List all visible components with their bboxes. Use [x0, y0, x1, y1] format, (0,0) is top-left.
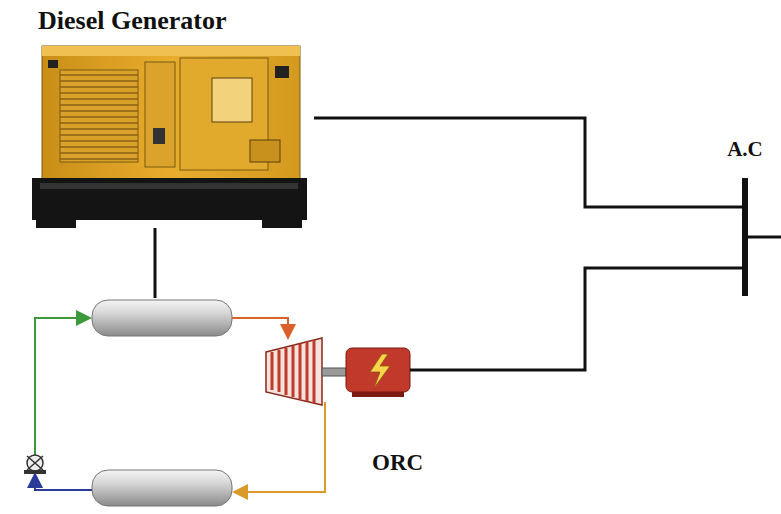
pump-symbol: [24, 455, 46, 474]
orc-wire: [410, 268, 745, 370]
bus-label: A.C: [727, 137, 763, 162]
cycle-label: ORC: [372, 450, 423, 476]
diesel-generator-picture: [32, 46, 307, 298]
orc-cycle: [24, 300, 410, 506]
turbine-symbol: [266, 338, 346, 405]
ac-bus-node: A.C: [742, 176, 750, 298]
bus-feeder: [748, 236, 781, 239]
node-heading: Diesel Generator: [38, 6, 314, 36]
generator-node: Diesel Generator: [32, 6, 314, 230]
ac-bus-bar: [742, 178, 748, 296]
power-wire: [314, 118, 742, 207]
orc-electric-generator: [346, 348, 410, 397]
